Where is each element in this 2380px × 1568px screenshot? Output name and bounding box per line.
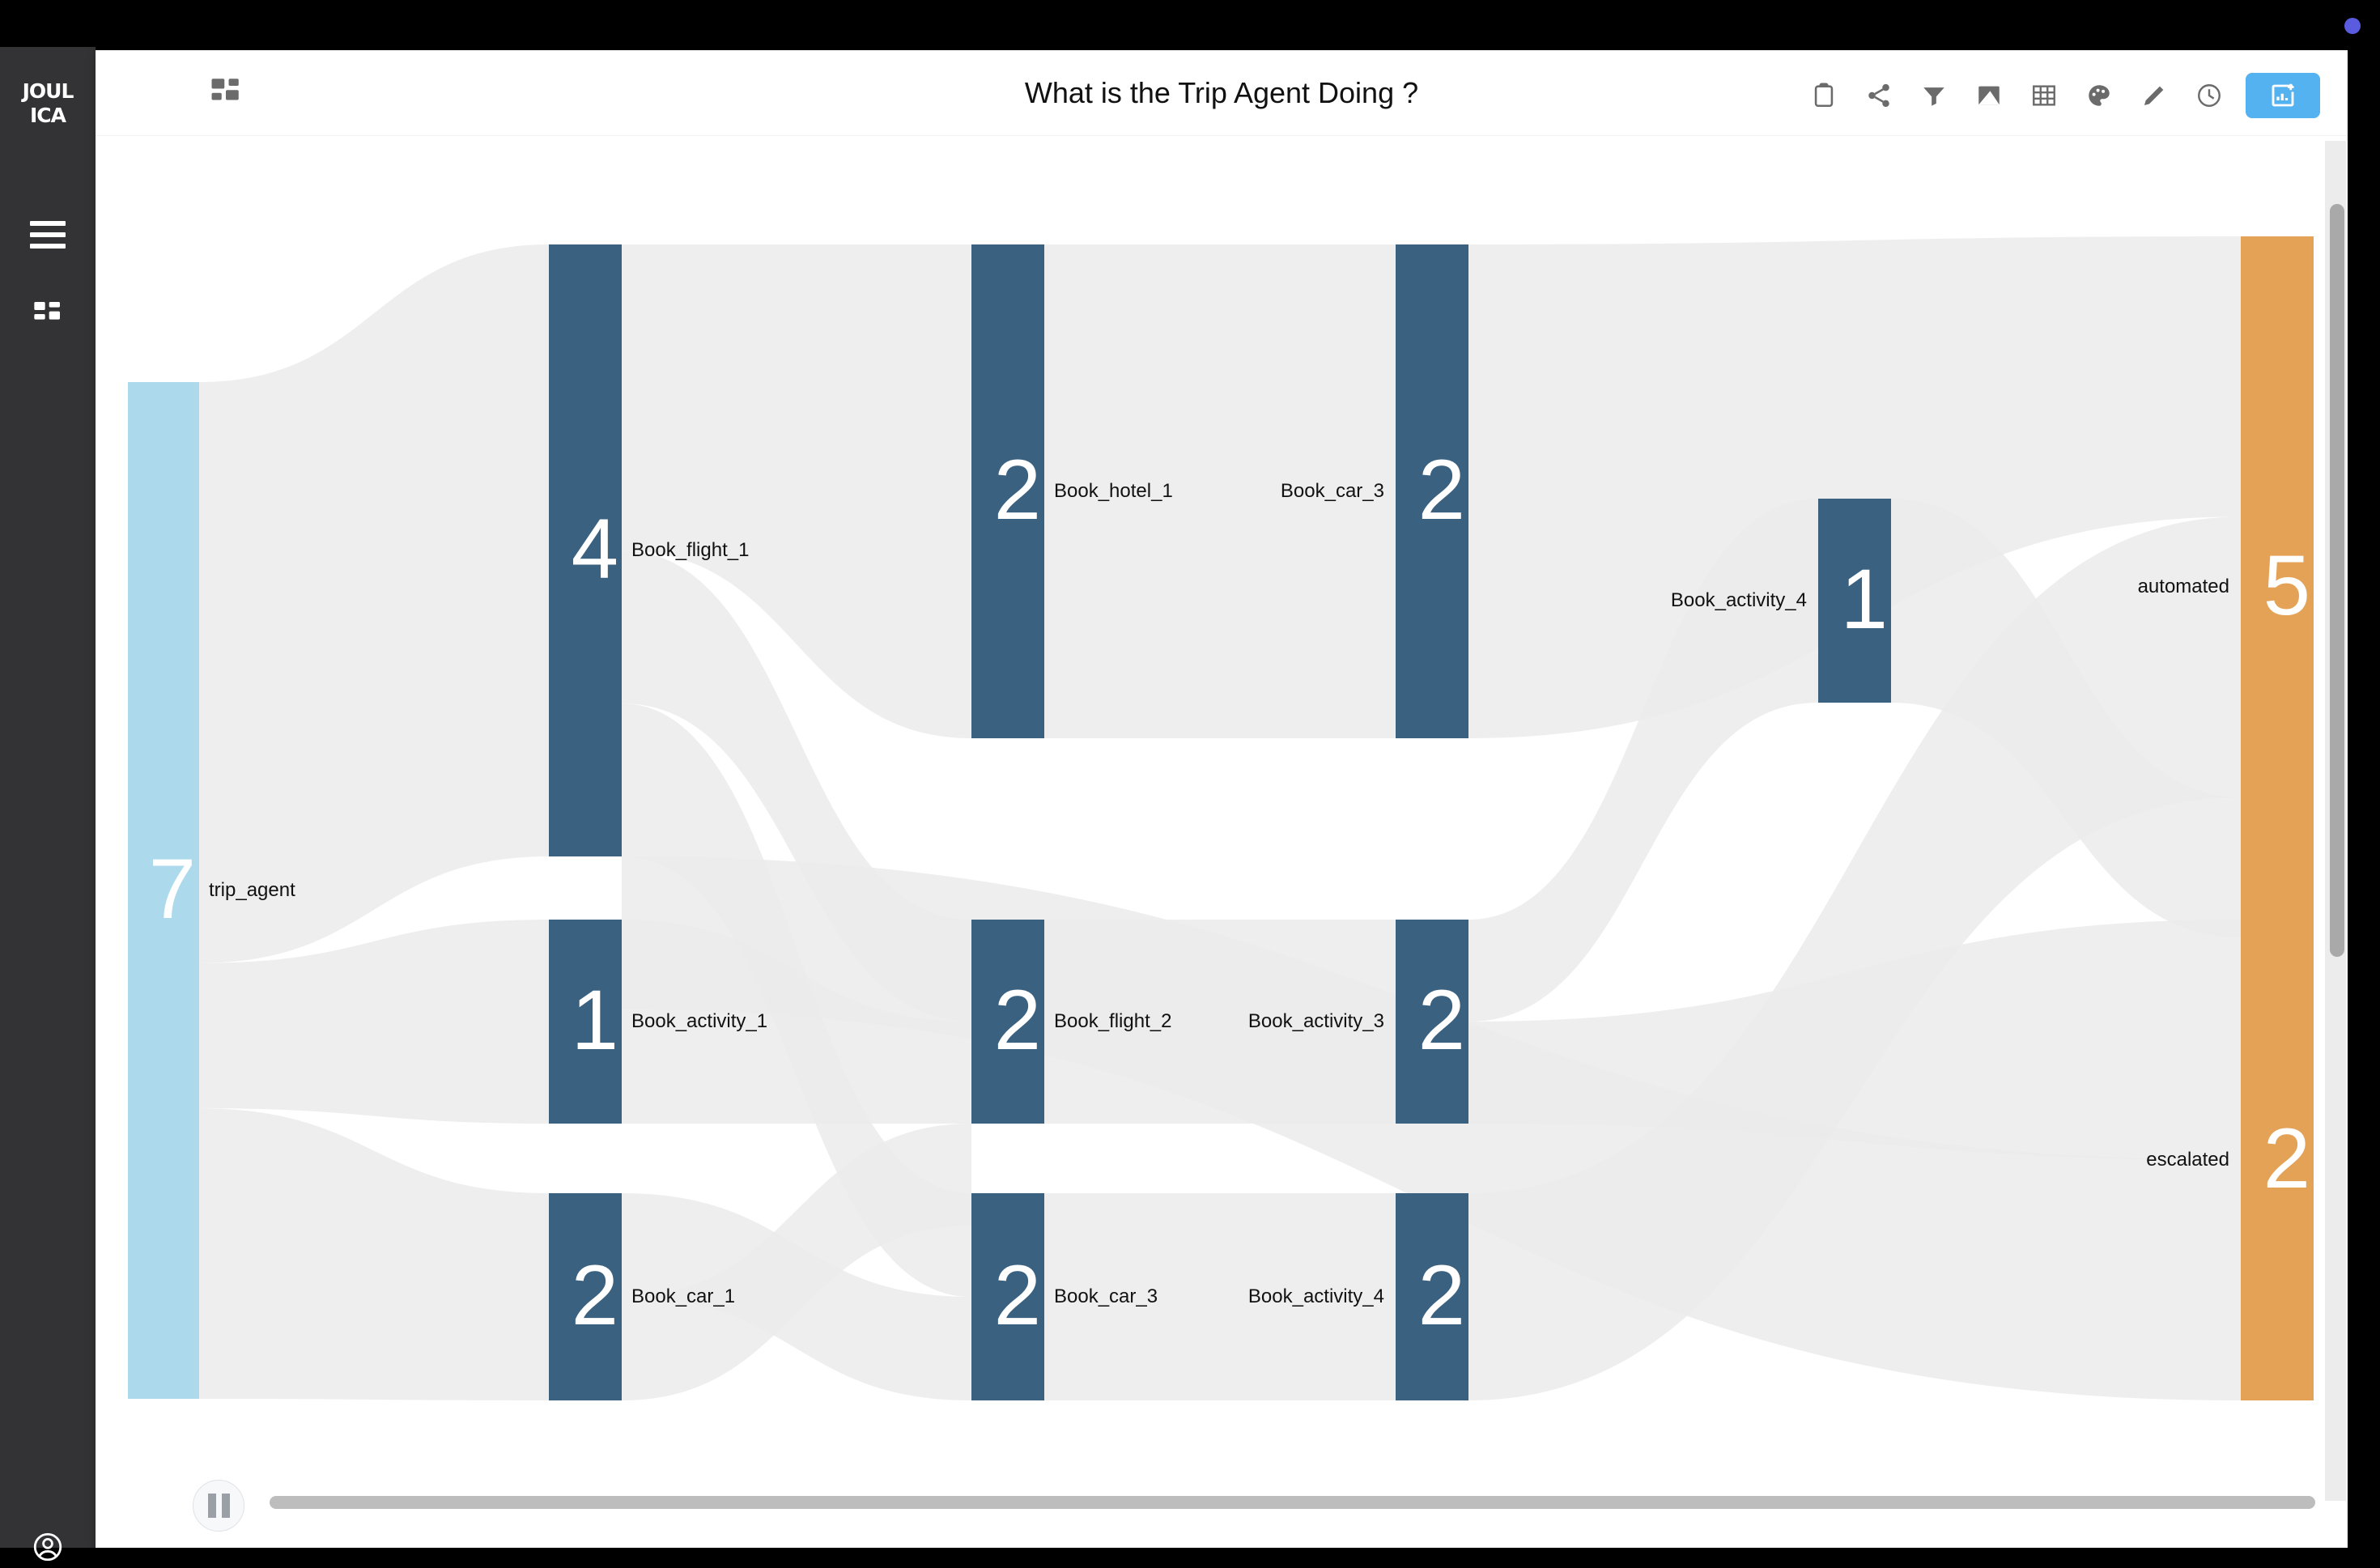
- status-dot-icon: [2344, 18, 2361, 34]
- sankey-node-bar: [549, 920, 622, 1124]
- sankey-node-label: Book_car_3: [1054, 1285, 1158, 1307]
- playback-bar: [96, 1464, 2348, 1548]
- toolbar: [1805, 73, 2320, 118]
- share-icon[interactable]: [1860, 77, 1898, 114]
- grid-icon[interactable]: [209, 74, 243, 113]
- palette-icon[interactable]: [2080, 77, 2118, 114]
- sankey-link[interactable]: [199, 1108, 549, 1400]
- account-icon[interactable]: [0, 1530, 96, 1568]
- dashboards-icon[interactable]: [0, 298, 96, 334]
- sankey-node[interactable]: 2: [971, 244, 1044, 738]
- sankey-node[interactable]: 2: [549, 1193, 622, 1400]
- sankey-node-value: 7: [148, 842, 196, 937]
- sankey-node-value: 4: [571, 502, 618, 597]
- sankey-node-value: 2: [993, 973, 1041, 1068]
- sankey-node-value: 2: [1417, 1248, 1465, 1343]
- sankey-links: [199, 236, 2241, 1400]
- sankey-node-bar: [1396, 920, 1468, 1124]
- sankey-node[interactable]: 2: [1396, 1193, 1468, 1400]
- sankey-node-label: Book_flight_2: [1054, 1010, 1172, 1032]
- sankey-node-label: Book_activity_3: [1247, 1010, 1384, 1032]
- brand-logo[interactable]: JOUL ICA: [11, 79, 84, 133]
- filter-icon[interactable]: [1915, 77, 1953, 114]
- sankey-node-value: 2: [571, 1248, 618, 1343]
- sankey-node[interactable]: 2: [1396, 244, 1468, 738]
- sankey-node[interactable]: 7: [128, 382, 199, 1399]
- sankey-node-bar: [971, 244, 1044, 738]
- brand-logo-line1: JOUL: [22, 79, 74, 103]
- os-top-bar: [0, 0, 2380, 47]
- menu-icon[interactable]: [0, 221, 96, 255]
- sankey-node-label: Book_hotel_1: [1054, 480, 1173, 502]
- panel-header: What is the Trip Agent Doing ?: [96, 50, 2348, 136]
- sankey-node-label: Book_activity_1: [631, 1010, 768, 1032]
- pencil-icon[interactable]: [2136, 77, 2173, 114]
- sankey-link[interactable]: [1044, 244, 1396, 738]
- sankey-node[interactable]: 1: [549, 920, 622, 1124]
- sankey-node[interactable]: 2: [971, 1193, 1044, 1400]
- sankey-node-value: 5: [2263, 538, 2310, 633]
- sankey-link[interactable]: [199, 244, 549, 963]
- sankey-node-label: escalated: [2146, 1149, 2229, 1171]
- image-icon[interactable]: [1970, 77, 2008, 114]
- sankey-node[interactable]: 2: [971, 920, 1044, 1124]
- sankey-node-bar: [128, 382, 199, 1399]
- dashboard-panel: What is the Trip Agent Doing ?: [96, 50, 2348, 1548]
- sankey-link[interactable]: [1468, 236, 2241, 738]
- add-chart-button[interactable]: [2246, 73, 2320, 118]
- sankey-node-bar: [549, 244, 622, 856]
- sankey-node-label: trip_agent: [209, 879, 295, 901]
- pause-button[interactable]: [193, 1480, 244, 1532]
- sankey-link[interactable]: [1891, 499, 2241, 937]
- sankey-node-value: 2: [993, 443, 1041, 538]
- page-title: What is the Trip Agent Doing ?: [1024, 76, 1419, 109]
- sankey-node-bar: [2241, 236, 2314, 937]
- sankey-node-value: 2: [993, 1248, 1041, 1343]
- sankey-node-label: automated: [2137, 576, 2229, 597]
- sankey-node-bar: [1396, 1193, 1468, 1400]
- sankey-node-label: Book_car_3: [1280, 480, 1384, 502]
- sankey-node-value: 1: [571, 973, 618, 1068]
- sankey-node-bar: [1818, 499, 1891, 703]
- sankey-node-value: 2: [2263, 1111, 2310, 1206]
- sankey-node-bar: [971, 1193, 1044, 1400]
- sankey-node[interactable]: 1: [1818, 499, 1891, 703]
- timeline-scrollbar[interactable]: [270, 1496, 2315, 1509]
- sankey-link[interactable]: [622, 1124, 971, 1400]
- vertical-scrollbar-thumb[interactable]: [2330, 204, 2344, 957]
- sankey-node-bar: [1396, 244, 1468, 738]
- brand-logo-line2: ICA: [30, 104, 66, 127]
- sankey-node-value: 2: [1417, 973, 1465, 1068]
- sankey-node-value: 2: [1417, 443, 1465, 538]
- clock-icon[interactable]: [2191, 77, 2228, 114]
- sankey-node-label: Book_car_1: [631, 1285, 736, 1307]
- sankey-link[interactable]: [1044, 1193, 1396, 1400]
- sankey-node-label: Book_activity_4: [1670, 589, 1807, 611]
- sankey-link[interactable]: [622, 244, 971, 738]
- sankey-node[interactable]: 4: [549, 244, 622, 856]
- sankey-node-bar: [2241, 920, 2314, 1400]
- sankey-node-label: Book_activity_4: [1247, 1285, 1384, 1307]
- table-icon[interactable]: [2025, 77, 2063, 114]
- sankey-node[interactable]: 2: [2241, 920, 2314, 1400]
- sankey-node[interactable]: 2: [1396, 920, 1468, 1124]
- sankey-node-label: Book_flight_1: [631, 539, 750, 561]
- sankey-link[interactable]: [199, 920, 549, 1124]
- sankey-node-bar: [971, 920, 1044, 1124]
- sankey-node-bar: [549, 1193, 622, 1400]
- sankey-node[interactable]: 5: [2241, 236, 2314, 937]
- sankey-link[interactable]: [1468, 499, 1818, 1022]
- sankey-node-value: 1: [1840, 552, 1888, 647]
- clipboard-icon[interactable]: [1805, 77, 1842, 114]
- left-sidebar: JOUL ICA: [0, 47, 96, 1562]
